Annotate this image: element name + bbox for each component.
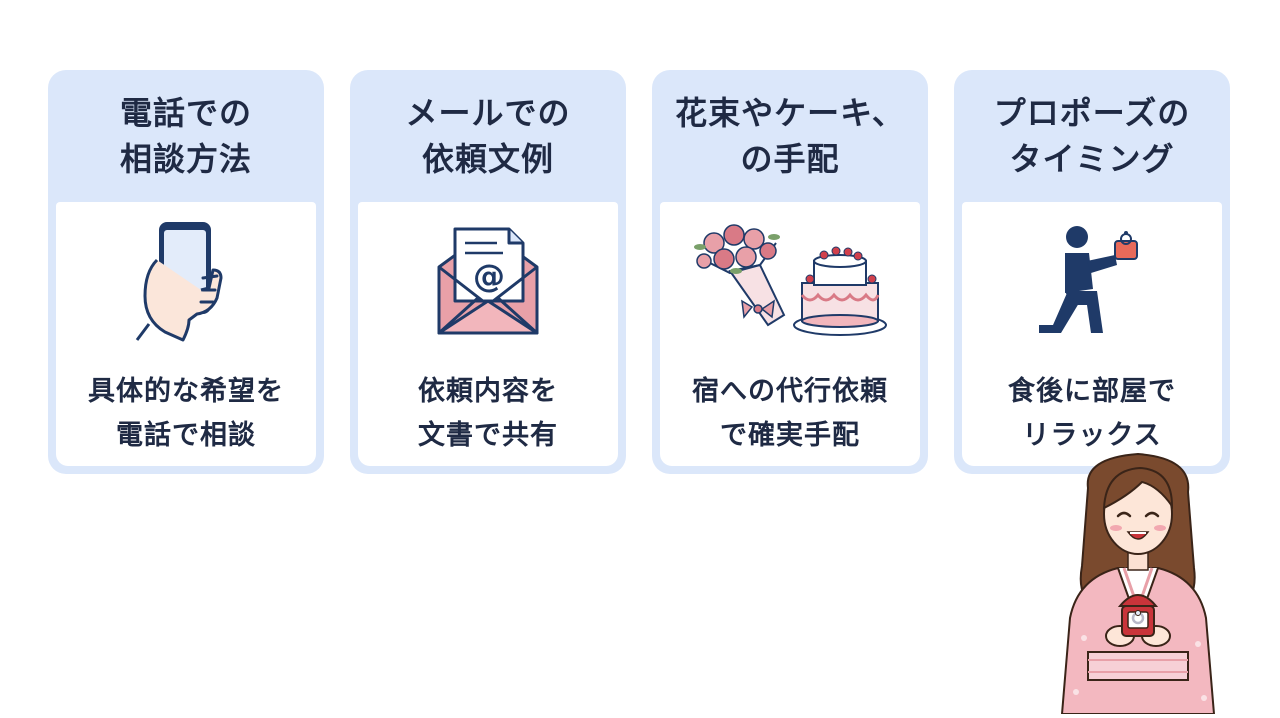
card-description-line: 文書で共有 xyxy=(418,420,558,451)
card-title: メールでの 依頼文例 xyxy=(350,70,626,202)
card-title-line: 花束やケーキ、 xyxy=(675,94,905,132)
card-title: 花束やケーキ、 の手配 xyxy=(652,70,928,202)
card-title-line: 相談方法 xyxy=(119,140,252,178)
card-phone-consultation: 電話での 相談方法 具体的な希望を 電話で相談 xyxy=(48,70,324,474)
phone-in-hand-icon xyxy=(56,216,316,346)
bouquet-and-cake-icon xyxy=(660,216,920,346)
card-description-line: 具体的な希望を xyxy=(88,376,284,407)
card-body: 食後に部屋で リラックス xyxy=(962,202,1222,466)
card-description: 食後に部屋で リラックス xyxy=(962,370,1222,458)
card-description: 宿への代行依頼 で確実手配 xyxy=(660,370,920,458)
card-body: 具体的な希望を 電話で相談 xyxy=(56,202,316,466)
card-body: 宿への代行依頼 で確実手配 xyxy=(660,202,920,466)
card-title: 電話での 相談方法 xyxy=(48,70,324,202)
card-title-line: タイミング xyxy=(1009,140,1175,178)
card-description-line: で確実手配 xyxy=(720,420,860,451)
card-description-line: 食後に部屋で xyxy=(1008,376,1176,407)
card-description-line: 宿への代行依頼 xyxy=(692,376,888,407)
card-description-line: 依頼内容を xyxy=(418,376,558,407)
card-description-line: リラックス xyxy=(1022,420,1162,451)
card-description-line: 電話で相談 xyxy=(116,420,256,451)
card-title-line: 電話での xyxy=(119,94,252,132)
card-proposal-timing: プロポーズの タイミング 食後に部屋で リラックス xyxy=(954,70,1230,474)
kneeling-proposal-icon xyxy=(962,216,1222,346)
woman-in-kimono-illustration xyxy=(1048,448,1228,715)
email-envelope-icon: @ xyxy=(358,216,618,346)
card-description: 具体的な希望を 電話で相談 xyxy=(56,370,316,458)
card-title-line: の手配 xyxy=(740,140,840,178)
card-title: プロポーズの タイミング xyxy=(954,70,1230,202)
card-body: @ 依頼内容を 文書で共有 xyxy=(358,202,618,466)
card-title-line: プロポーズの xyxy=(993,94,1191,132)
card-description: 依頼内容を 文書で共有 xyxy=(358,370,618,458)
card-title-line: メールでの xyxy=(405,94,571,132)
card-bouquet-cake: 花束やケーキ、 の手配 xyxy=(652,70,928,474)
svg-text:@: @ xyxy=(473,257,505,295)
card-title-line: 依頼文例 xyxy=(421,140,554,178)
card-email-template: メールでの 依頼文例 @ 依頼内容を 文書で共有 xyxy=(350,70,626,474)
